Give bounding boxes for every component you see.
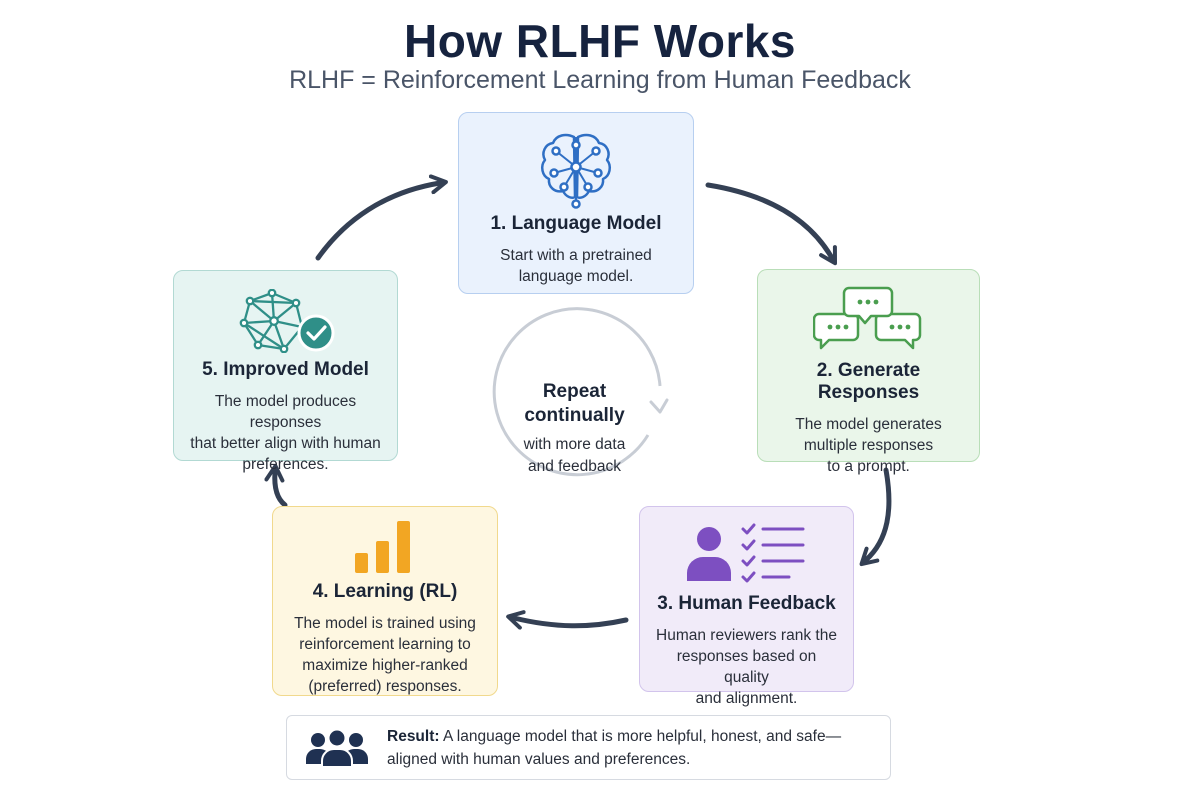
step-card-generate-responses: 2. Generate Responses The model generate… (757, 269, 980, 475)
arrow-4-to-5 (264, 464, 288, 508)
chat-bubbles-icon (772, 284, 965, 360)
result-text: Result: A language model that is more he… (387, 727, 842, 768)
reviewer-checklist-icon (654, 519, 839, 593)
network-check-icon (188, 289, 383, 359)
bar-chart-icon (287, 519, 483, 581)
step-card-improved-model: 5. Improved Model The model produces res… (173, 270, 398, 473)
repeat-line-3: with more data (523, 436, 626, 453)
step-title: 5. Improved Model (202, 359, 369, 380)
repeat-cycle-label: Repeat continually with more data and fe… (492, 342, 657, 507)
result-box: Result: A language model that is more he… (286, 715, 891, 780)
repeat-line-2: continually (524, 405, 625, 426)
repeat-line-1: Repeat (542, 381, 607, 402)
step-title: 1. Language Model (490, 213, 662, 234)
step-title: 2. Generate Responses (816, 360, 921, 403)
people-group-icon (287, 728, 387, 768)
arrow-2-to-3 (859, 467, 892, 567)
step-title: 3. Human Feedback (657, 593, 836, 614)
result-label: Result: (387, 727, 440, 745)
step-card-language-model: 1. Language Model Start with a pretraine… (458, 112, 694, 294)
arrow-1-to-2 (705, 182, 838, 266)
step-title: 4. Learning (RL) (312, 581, 458, 602)
repeat-line-4: and feedback (527, 458, 622, 475)
step-card-human-feedback: 3. Human Feedback Human reviewers rank t… (639, 506, 854, 707)
arrow-3-to-4 (506, 610, 629, 630)
page-subtitle: RLHF = Reinforcement Learning from Human… (289, 66, 911, 94)
page-title: How RLHF Works (403, 15, 797, 67)
step-card-learning-rl: 4. Learning (RL) The model is trained us… (272, 506, 498, 696)
brain-network-icon (473, 127, 679, 213)
repeat-cycle-ring (492, 307, 669, 477)
arrow-5-to-1 (315, 174, 448, 261)
